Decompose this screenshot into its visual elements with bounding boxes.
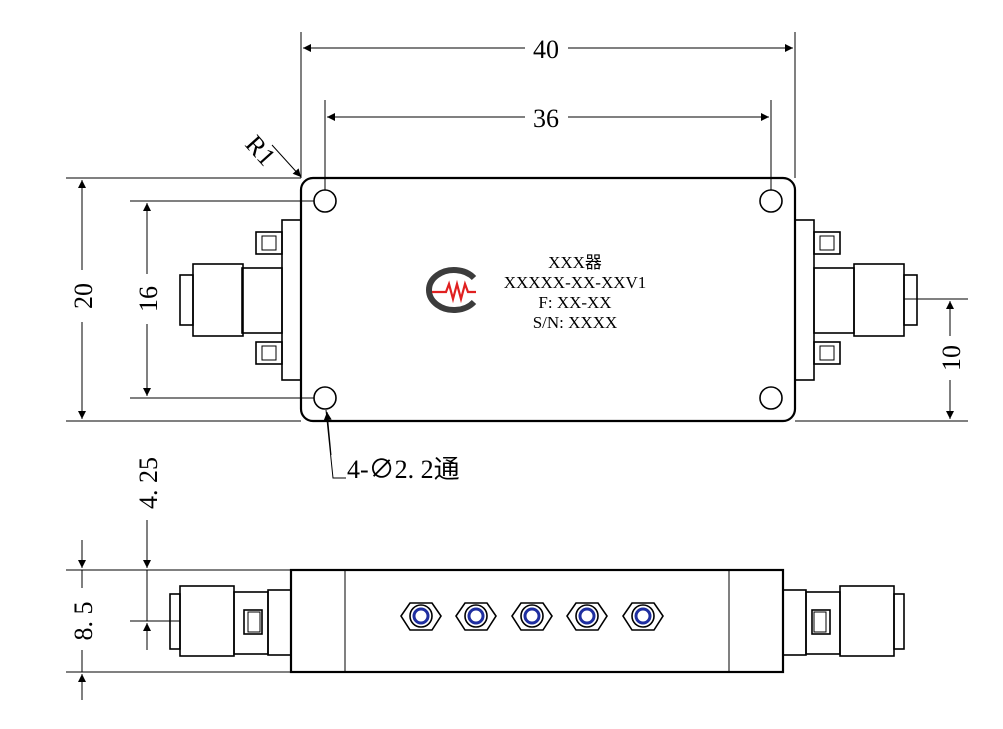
label-line-2: XXXXX-XX-XXV1 [504, 273, 647, 292]
dim-height-20: 20 [69, 283, 98, 309]
tuning-screw-3 [511, 602, 553, 631]
label-line-1: XXX器 [548, 253, 602, 272]
right-connector [794, 219, 918, 381]
label-line-3: F: XX-XX [538, 293, 611, 312]
tuning-screws [400, 602, 664, 631]
mount-hole-tr [759, 189, 783, 213]
top-view: XXX器 XXXXX-XX-XXV1 F: XX-XX S/N: XXXX [179, 176, 918, 423]
label-line-4: S/N: XXXX [533, 313, 618, 332]
side-view [169, 568, 905, 674]
tuning-screw-4 [566, 602, 608, 631]
mw-logo [426, 267, 477, 313]
dim-offset-10: 10 [937, 345, 966, 371]
mount-hole-br [759, 386, 783, 410]
dim-radius-r1: R1 [240, 130, 282, 172]
dim-depth-4-25: 4. 25 [134, 457, 163, 509]
holes-note: 4-∅2. 2通 [347, 455, 460, 484]
dim-width-36: 36 [533, 104, 559, 133]
tuning-screw-2 [455, 602, 497, 631]
mount-hole-bl [313, 386, 337, 410]
dim-height-16: 16 [134, 286, 163, 312]
logo-arc [426, 267, 477, 313]
logo-wave [432, 279, 476, 304]
dim-depth-8-5: 8. 5 [69, 602, 98, 641]
side-right-connector [782, 585, 905, 657]
side-left-connector [169, 585, 292, 657]
dimensions-top: 40 36 R1 20 16 10 4-∅2. 2通 [66, 32, 968, 484]
mount-hole-tl [313, 189, 337, 213]
tuning-screw-5 [622, 602, 664, 631]
dimensions-side: 8. 5 4. 25 [66, 457, 291, 700]
left-connector [179, 219, 302, 381]
tuning-screw-1 [400, 602, 442, 631]
dim-width-40: 40 [533, 35, 559, 64]
